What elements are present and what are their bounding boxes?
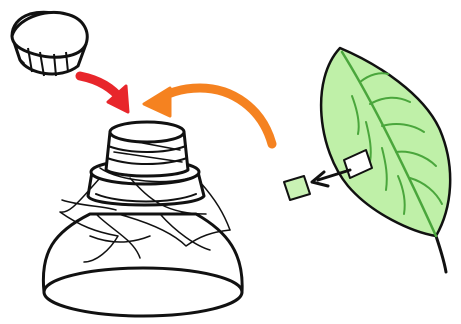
bottle-cap-icon: [10, 10, 89, 77]
cap-to-bottle-arrow: [75, 71, 130, 114]
cut-from-leaf-arrow: [310, 168, 352, 188]
leaf-icon: [319, 46, 452, 274]
leaf-piece-to-bottle-arrow: [142, 83, 277, 149]
bottle-top-icon: [41, 120, 244, 318]
leaf-piece-icon: [283, 175, 311, 201]
